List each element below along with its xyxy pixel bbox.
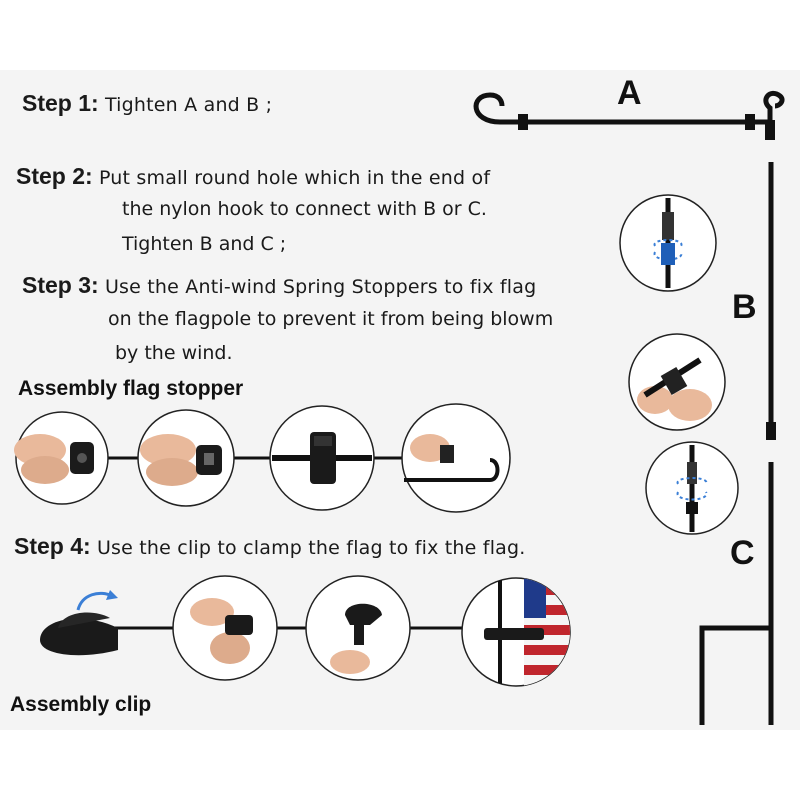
clip-assembly-row: [40, 575, 571, 687]
stopper-assembly-row: [14, 403, 511, 513]
stopper-step-image-1: [14, 411, 109, 505]
step-3-line-1: Use the Anti-wind Spring Stoppers to fix…: [104, 276, 537, 298]
step-2-label: Step 2:: [16, 163, 93, 189]
step-1-label: Step 1:: [22, 90, 99, 116]
step-2-line-2: the nylon hook to connect with B or C.: [122, 198, 487, 220]
clip-step-image-2: [172, 575, 278, 681]
stopper-step-image-2: [137, 409, 235, 507]
step-2-line-1: Put small round hole which in the end of: [98, 167, 491, 189]
assembly-clip-heading: Assembly clip: [10, 693, 152, 716]
step-1-text: Tighten A and B ;: [104, 94, 273, 116]
step-4-label: Step 4:: [14, 533, 91, 559]
step-2-line-3: Tighten B and C ;: [122, 233, 287, 255]
step-3: Step 3: Use the Anti-wind Spring Stopper…: [22, 272, 536, 299]
stopper-step-image-4: [401, 403, 511, 513]
step-4-text: Use the clip to clamp the flag to fix th…: [96, 537, 526, 559]
step-3-line-3: by the wind.: [115, 342, 233, 364]
connector-detail-circle-3: [645, 441, 739, 535]
step-4: Step 4: Use the clip to clamp the flag t…: [14, 533, 526, 560]
stopper-step-image-3: [269, 405, 375, 511]
assembly-flag-stopper-heading: Assembly flag stopper: [18, 377, 244, 400]
pole-label-b: B: [732, 288, 757, 326]
flagpole-section-c: [699, 462, 774, 725]
connector-detail-circle-2: [628, 333, 726, 431]
pole-label-c: C: [730, 534, 755, 572]
step-1: Step 1: Tighten A and B ;: [22, 90, 272, 117]
flagpole-section-b: [766, 162, 776, 440]
connector-detail-circle-1: [619, 194, 717, 292]
step-3-line-2: on the flagpole to prevent it from being…: [108, 308, 554, 330]
clip-step-image-1: [40, 590, 118, 656]
pole-label-a: A: [617, 74, 642, 112]
flagpole-section-a: [473, 90, 785, 140]
clip-step-image-4: [461, 577, 571, 687]
step-3-label: Step 3:: [22, 272, 99, 298]
step-2: Step 2: Put small round hole which in th…: [16, 163, 490, 190]
clip-step-image-3: [305, 575, 411, 681]
